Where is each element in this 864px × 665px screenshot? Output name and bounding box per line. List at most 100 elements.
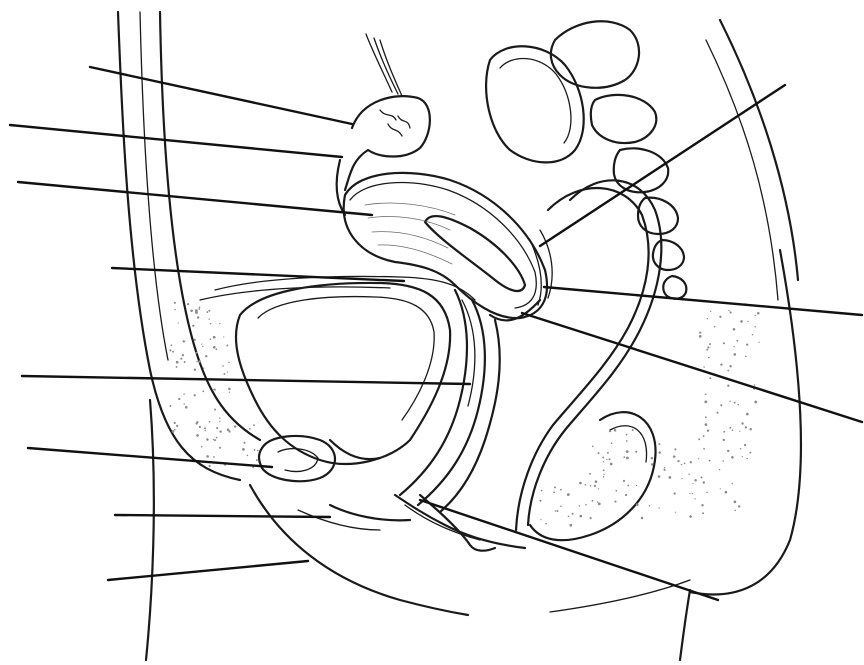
stipple-dot bbox=[758, 342, 759, 343]
stipple-dot bbox=[554, 486, 556, 488]
stipple-dot bbox=[210, 323, 212, 325]
stipple-dot bbox=[187, 303, 189, 305]
bladder bbox=[236, 283, 450, 464]
stipple-dot bbox=[607, 452, 609, 454]
tissue-stippling bbox=[169, 302, 759, 527]
stipple-dot bbox=[739, 431, 740, 432]
stipple-dot bbox=[723, 342, 725, 344]
stipple-dot bbox=[198, 360, 201, 363]
stipple-dot bbox=[206, 311, 208, 313]
stipple-dot bbox=[195, 309, 198, 312]
stipple-dot bbox=[572, 513, 574, 515]
stipple-dot bbox=[174, 422, 176, 424]
stipple-dot bbox=[627, 484, 629, 486]
stipple-dot bbox=[741, 422, 743, 424]
stipple-dot bbox=[227, 371, 228, 372]
stipple-dot bbox=[689, 515, 692, 518]
stipple-dot bbox=[669, 476, 672, 479]
stipple-dot bbox=[568, 515, 570, 517]
stipple-dot bbox=[606, 459, 607, 460]
stipple-dot bbox=[196, 434, 199, 437]
stipple-dot bbox=[742, 456, 743, 457]
stipple-dot bbox=[705, 416, 707, 418]
stipple-dot bbox=[585, 484, 587, 486]
stipple-dot bbox=[729, 365, 731, 367]
stipple-dot bbox=[734, 501, 737, 504]
stipple-dot bbox=[658, 443, 660, 445]
stipple-dot bbox=[754, 326, 756, 328]
stipple-dot bbox=[734, 353, 737, 356]
stipple-dot bbox=[603, 469, 605, 471]
stipple-dot bbox=[223, 373, 225, 375]
stipple-dot bbox=[719, 469, 720, 470]
stipple-dot bbox=[569, 524, 572, 527]
stipple-dot bbox=[729, 427, 731, 429]
rectum bbox=[516, 180, 661, 540]
stipple-dot bbox=[704, 401, 707, 404]
stipple-dot bbox=[703, 366, 704, 367]
stipple-dot bbox=[176, 361, 179, 364]
stipple-dot bbox=[614, 501, 616, 503]
stipple-dot bbox=[689, 493, 690, 494]
stipple-dot bbox=[195, 352, 197, 354]
stipple-dot bbox=[614, 429, 617, 432]
stipple-dot bbox=[228, 362, 230, 364]
stipple-dot bbox=[615, 490, 617, 492]
stipple-dot bbox=[747, 321, 748, 322]
stipple-dot bbox=[674, 448, 676, 450]
stipple-dot bbox=[249, 428, 251, 430]
stipple-dot bbox=[754, 401, 757, 404]
stipple-dot bbox=[178, 398, 180, 400]
stipple-dot bbox=[699, 335, 702, 338]
stipple-dot bbox=[206, 455, 209, 458]
stipple-dot bbox=[664, 467, 666, 469]
stipple-dot bbox=[182, 354, 184, 356]
stipple-dot bbox=[205, 355, 207, 357]
stipple-dot bbox=[626, 457, 629, 460]
stipple-dot bbox=[541, 490, 543, 492]
sacrum-coccyx bbox=[486, 21, 686, 298]
stipple-dot bbox=[749, 428, 751, 430]
stipple-dot bbox=[216, 348, 218, 350]
stipple-dot bbox=[736, 340, 738, 342]
stipple-dot bbox=[705, 423, 708, 426]
stipple-dot bbox=[746, 413, 749, 416]
stipple-dot bbox=[698, 458, 699, 459]
stipple-dot bbox=[585, 504, 587, 506]
stipple-dot bbox=[197, 316, 199, 318]
stipple-dot bbox=[196, 361, 198, 363]
stipple-dot bbox=[590, 517, 592, 519]
peritoneum bbox=[200, 230, 552, 305]
leader-line-right-2 bbox=[544, 287, 862, 315]
stipple-dot bbox=[636, 485, 637, 486]
stipple-dot bbox=[749, 452, 751, 454]
stipple-dot bbox=[709, 460, 711, 462]
stipple-dot bbox=[611, 442, 613, 444]
leader-line-left-2 bbox=[10, 125, 342, 157]
stipple-dot bbox=[174, 429, 176, 431]
stipple-dot bbox=[183, 403, 184, 404]
stipple-dot bbox=[700, 476, 702, 478]
stipple-dot bbox=[592, 446, 594, 448]
stipple-dot bbox=[180, 358, 182, 360]
stipple-dot bbox=[699, 332, 701, 334]
stipple-dot bbox=[729, 400, 730, 401]
stipple-dot bbox=[579, 482, 582, 485]
leader-line-right-4 bbox=[420, 500, 718, 600]
stipple-dot bbox=[649, 505, 650, 506]
stipple-dot bbox=[727, 450, 729, 452]
stipple-dot bbox=[651, 463, 653, 465]
stipple-dot bbox=[219, 417, 220, 418]
stipple-dot bbox=[732, 429, 734, 431]
leader-line-left-1 bbox=[90, 67, 352, 124]
stipple-dot bbox=[560, 505, 562, 507]
stipple-dot bbox=[663, 469, 665, 471]
stipple-dot bbox=[709, 343, 711, 345]
stipple-dot bbox=[569, 493, 570, 494]
stipple-dot bbox=[209, 465, 211, 467]
stipple-dot bbox=[174, 302, 176, 304]
stipple-dot bbox=[720, 404, 722, 406]
stipple-dot bbox=[723, 439, 725, 441]
stipple-dot bbox=[728, 310, 729, 311]
stipple-dot bbox=[694, 498, 695, 499]
